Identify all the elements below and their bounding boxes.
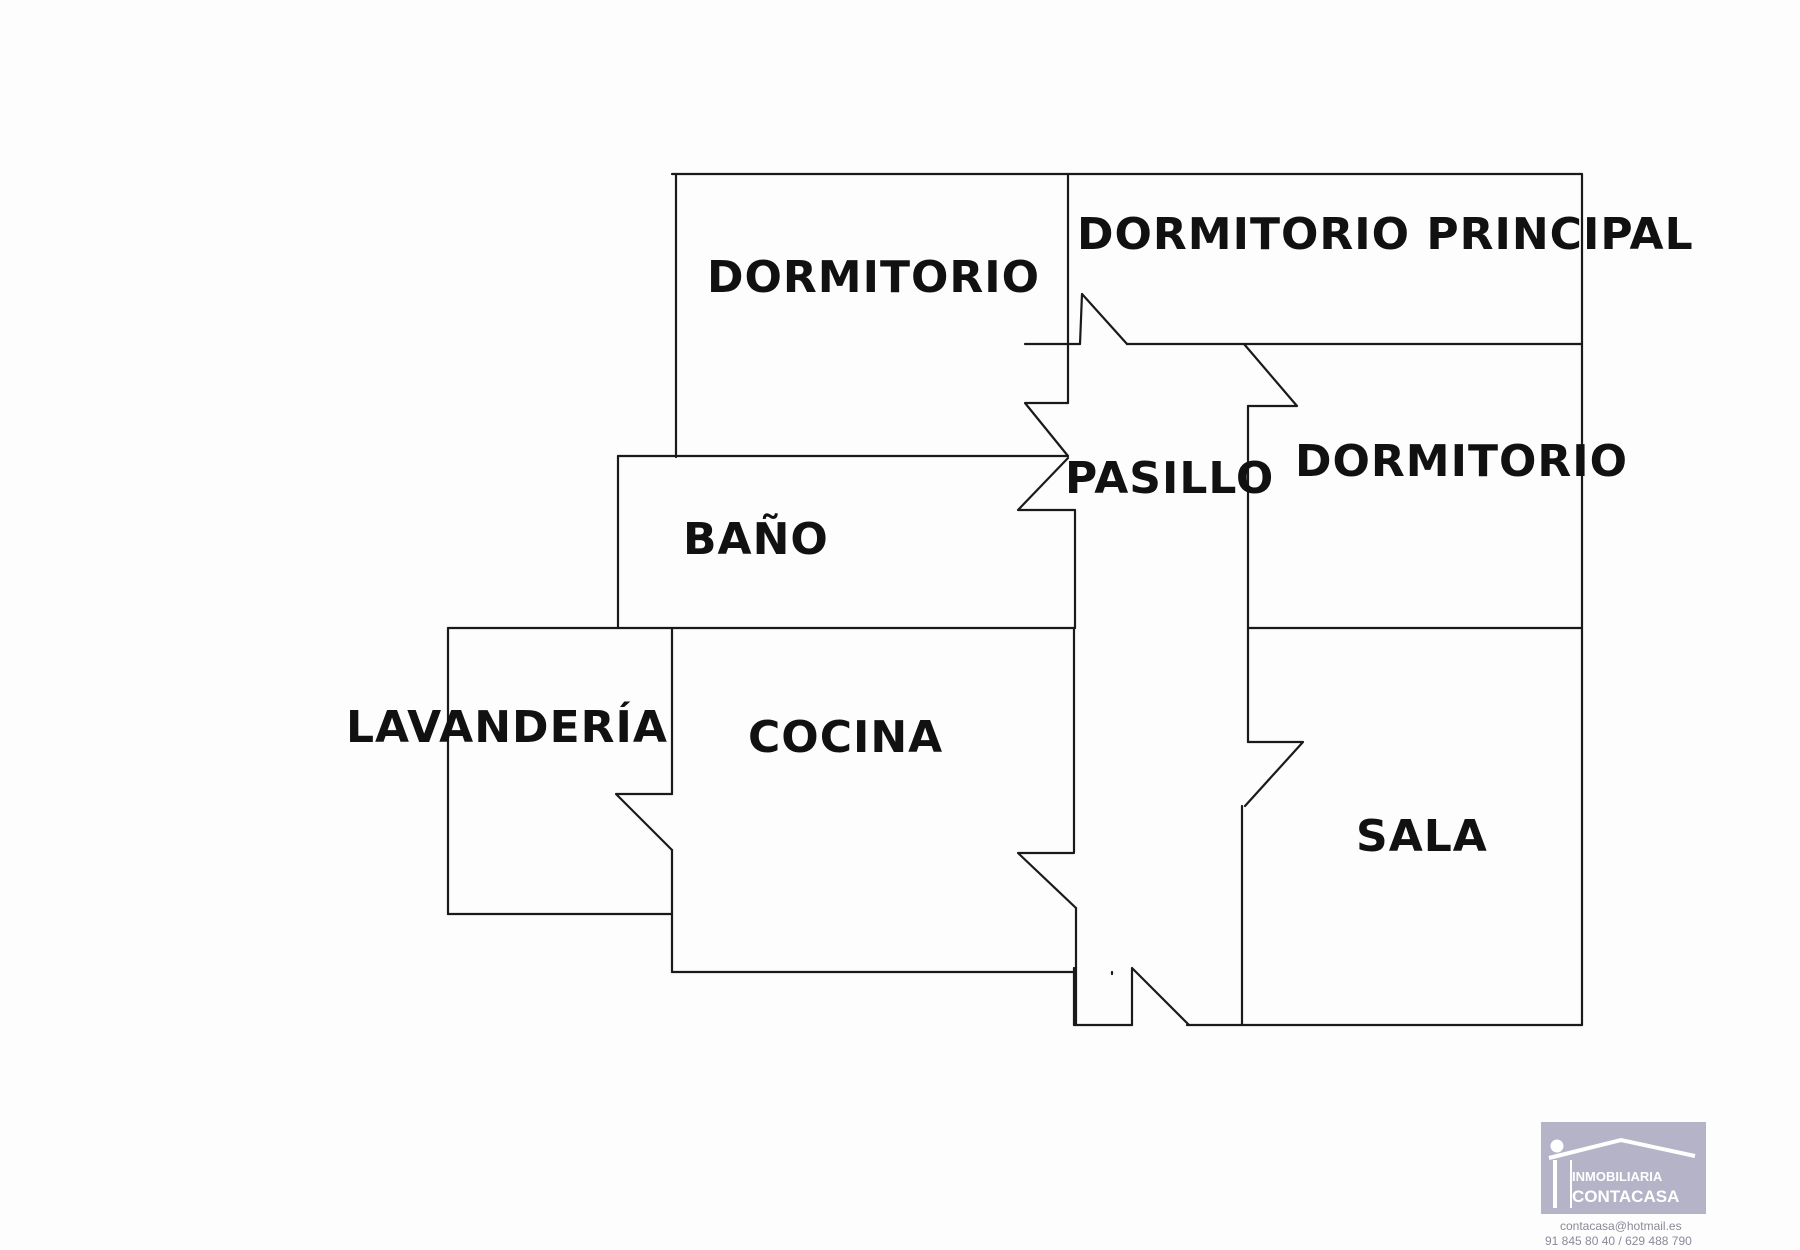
room-label-sala: SALA (1356, 811, 1488, 862)
logo-text-inmobiliaria: INMOBILIARIA (1572, 1169, 1663, 1184)
door-swing (614, 792, 674, 852)
door-swing (1242, 342, 1299, 408)
door-swing (1023, 401, 1070, 458)
door-swing (1016, 456, 1077, 512)
room-label-lavanderia: LAVANDERÍA (346, 702, 668, 753)
logo-text-contacasa: CONTACASA (1572, 1187, 1680, 1206)
room-label-pasillo: PASILLO (1065, 453, 1275, 504)
door-swing (1243, 740, 1305, 808)
contact-phones: 91 845 80 40 / 629 488 790 (1545, 1234, 1692, 1248)
company-logo: INMOBILIARIA CONTACASA (1541, 1122, 1706, 1214)
house-logo-icon (1548, 1137, 1696, 1208)
room-label-dormitorio: DORMITORIO (707, 252, 1041, 303)
door-swing (1016, 851, 1078, 910)
room-label-dormitorio-principal: DORMITORIO PRINCIPAL (1077, 209, 1694, 260)
room-label-bano: BAÑO (683, 514, 829, 565)
door-swing (1130, 966, 1191, 1027)
room-label-cocina: COCINA (748, 712, 944, 763)
door-swing (1078, 292, 1129, 346)
contact-email: contacasa@hotmail.es (1560, 1219, 1682, 1233)
room-label-dormitorio-2: DORMITORIO (1295, 436, 1629, 487)
